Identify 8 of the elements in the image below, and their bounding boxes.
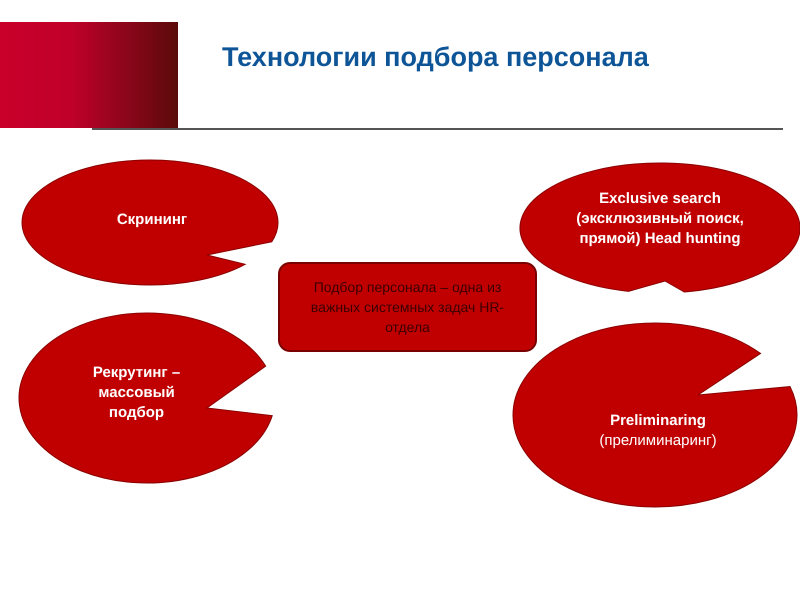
node-text: Подбор персонала – одна из важных системных задач HR-отдела bbox=[310, 278, 505, 337]
title: Технологии подбора персонала bbox=[222, 42, 649, 73]
node-text: Preliminaring bbox=[610, 411, 706, 431]
node-text: Exclusive search (эксклюзивный поиск, прямой) Head hunting bbox=[575, 189, 745, 249]
node-text: Скрининг bbox=[116, 210, 188, 230]
node-text: (прелиминаринг) bbox=[599, 431, 717, 451]
rounded-box bbox=[278, 262, 537, 352]
node-text: Рекрутинг – массовый подбор bbox=[92, 363, 182, 423]
